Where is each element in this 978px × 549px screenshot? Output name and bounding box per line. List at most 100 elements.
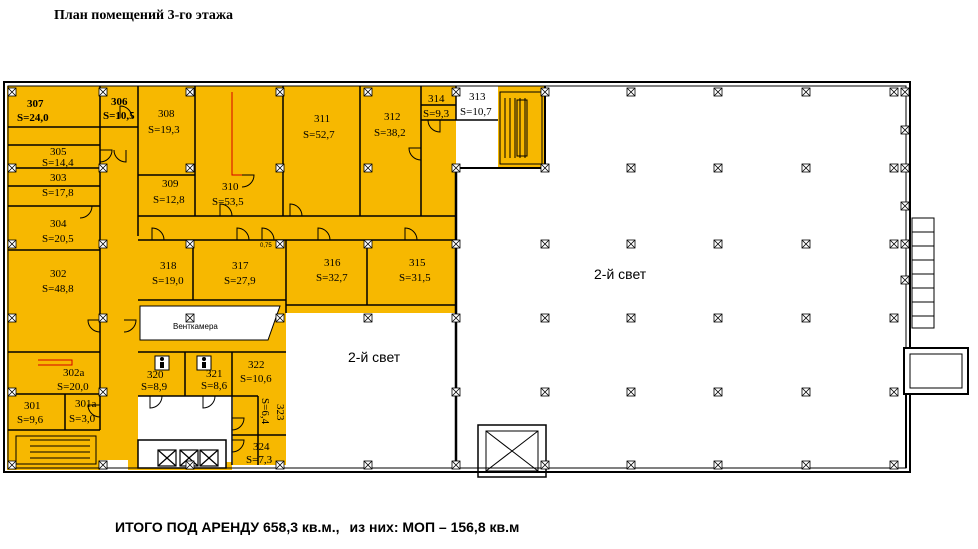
ventkamera-label: Венткамера xyxy=(173,322,218,331)
column-marker-cross xyxy=(889,87,899,97)
column-marker-cross xyxy=(185,87,195,97)
column-marker-cross xyxy=(801,239,811,249)
room-310-number: 310 xyxy=(222,181,239,193)
column-marker-cross xyxy=(275,460,285,470)
room-315-number: 315 xyxy=(409,257,426,269)
footer-summary: ИТОГО ПОД АРЕНДУ 658,3 кв.м.,из них: МОП… xyxy=(115,519,519,535)
column-marker-cross xyxy=(889,163,899,173)
page-title: План помещений 3-го этажа xyxy=(54,8,234,23)
room-302a-area: S=20,0 xyxy=(57,381,89,393)
elevator-icon xyxy=(477,424,547,478)
column-marker-cross xyxy=(540,163,550,173)
column-marker-cross xyxy=(98,313,108,323)
column-marker-cross xyxy=(185,313,195,323)
room-323-area: S=6,4 xyxy=(259,398,271,425)
staircase-icon xyxy=(911,217,935,329)
room-320-number: 320 xyxy=(147,369,164,381)
room-323-number: 323 xyxy=(274,404,286,421)
room-324-area: S=7,3 xyxy=(246,454,273,466)
column-marker-cross xyxy=(7,313,17,323)
room-307-area: S=24,0 xyxy=(17,112,49,124)
room-311-area: S=52,7 xyxy=(303,129,335,141)
room-321-number: 321 xyxy=(206,368,223,380)
column-marker-cross xyxy=(451,87,461,97)
wc-person-icon xyxy=(196,355,212,371)
column-marker-cross xyxy=(889,460,899,470)
room-301a-area: S=3,0 xyxy=(69,413,96,425)
column-marker-cross xyxy=(889,313,899,323)
footer-total-rent: ИТОГО ПОД АРЕНДУ 658,3 кв.м., xyxy=(115,519,340,535)
room-303-area: S=17,8 xyxy=(42,187,74,199)
column-marker-cross xyxy=(801,163,811,173)
column-marker-cross xyxy=(713,87,723,97)
room-labels: 307 S=24,0 306 S=10,5 308 S=19,3 311 S=5… xyxy=(17,91,647,466)
room-311-number: 311 xyxy=(314,113,330,125)
column-marker-cross xyxy=(275,239,285,249)
column-marker-cross xyxy=(900,163,910,173)
column-marker-cross xyxy=(713,163,723,173)
column-marker-cross xyxy=(900,87,910,97)
column-marker-cross xyxy=(451,313,461,323)
room-324-number: 324 xyxy=(253,441,270,453)
column-marker-cross xyxy=(363,239,373,249)
room-314-area: S=9,3 xyxy=(423,108,450,120)
ventkamera-room xyxy=(139,305,281,341)
room-307-number: 307 xyxy=(27,98,44,110)
column-marker-cross xyxy=(801,313,811,323)
column-marker-cross xyxy=(275,163,285,173)
column-marker-cross xyxy=(7,460,17,470)
room-301-area: S=9,6 xyxy=(17,414,44,426)
column-marker-cross xyxy=(7,163,17,173)
room-318-area: S=19,0 xyxy=(152,275,184,287)
room-313-number: 313 xyxy=(469,91,486,103)
room-312-area: S=38,2 xyxy=(374,127,406,139)
column-marker-cross xyxy=(626,313,636,323)
room-312-number: 312 xyxy=(384,111,401,123)
column-marker-cross xyxy=(713,239,723,249)
rented-area-fills xyxy=(7,86,545,470)
column-marker-cross xyxy=(363,163,373,173)
column-marker-cross xyxy=(801,387,811,397)
column-marker-cross xyxy=(185,239,195,249)
column-marker-cross xyxy=(451,460,461,470)
column-marker-cross xyxy=(451,163,461,173)
column-marker-cross xyxy=(451,239,461,249)
room-308-number: 308 xyxy=(158,108,175,120)
room-315-area: S=31,5 xyxy=(399,272,431,284)
room-313-area: S=10,7 xyxy=(460,106,492,118)
column-marker-cross xyxy=(889,387,899,397)
room-321-area: S=8,6 xyxy=(201,380,228,392)
wc-person-icon xyxy=(154,355,170,371)
atrium-large-label: 2-й свет xyxy=(594,266,647,282)
staircase-icon xyxy=(499,91,543,165)
column-marker-cross xyxy=(275,87,285,97)
interior-walls xyxy=(8,86,546,465)
red-markers xyxy=(38,92,244,366)
column-marker-cross xyxy=(98,460,108,470)
column-marker-cross xyxy=(98,87,108,97)
column-marker-cross xyxy=(98,239,108,249)
column-marker-cross xyxy=(540,313,550,323)
room-316-number: 316 xyxy=(324,257,341,269)
column-marker-cross xyxy=(713,313,723,323)
column-marker-cross xyxy=(98,163,108,173)
room-303-number: 303 xyxy=(50,172,67,184)
room-316-area: S=32,7 xyxy=(316,272,348,284)
column-marker-cross xyxy=(801,460,811,470)
room-318-number: 318 xyxy=(160,260,177,272)
door-tag-label: 0,75 xyxy=(260,243,272,249)
column-marker-cross xyxy=(626,239,636,249)
room-322-area: S=10,6 xyxy=(240,373,272,385)
column-marker-cross xyxy=(626,387,636,397)
column-marker-cross xyxy=(540,387,550,397)
room-309-number: 309 xyxy=(162,178,179,190)
atrium-small xyxy=(286,313,456,465)
room-317-area: S=27,9 xyxy=(224,275,256,287)
column-marker-cross xyxy=(540,460,550,470)
room-301-number: 301 xyxy=(24,400,41,412)
room-322-number: 322 xyxy=(248,359,265,371)
column-marker-cross xyxy=(7,239,17,249)
room-314-number: 314 xyxy=(428,93,445,105)
column-marker-cross xyxy=(889,239,899,249)
room-317-number: 317 xyxy=(232,260,249,272)
